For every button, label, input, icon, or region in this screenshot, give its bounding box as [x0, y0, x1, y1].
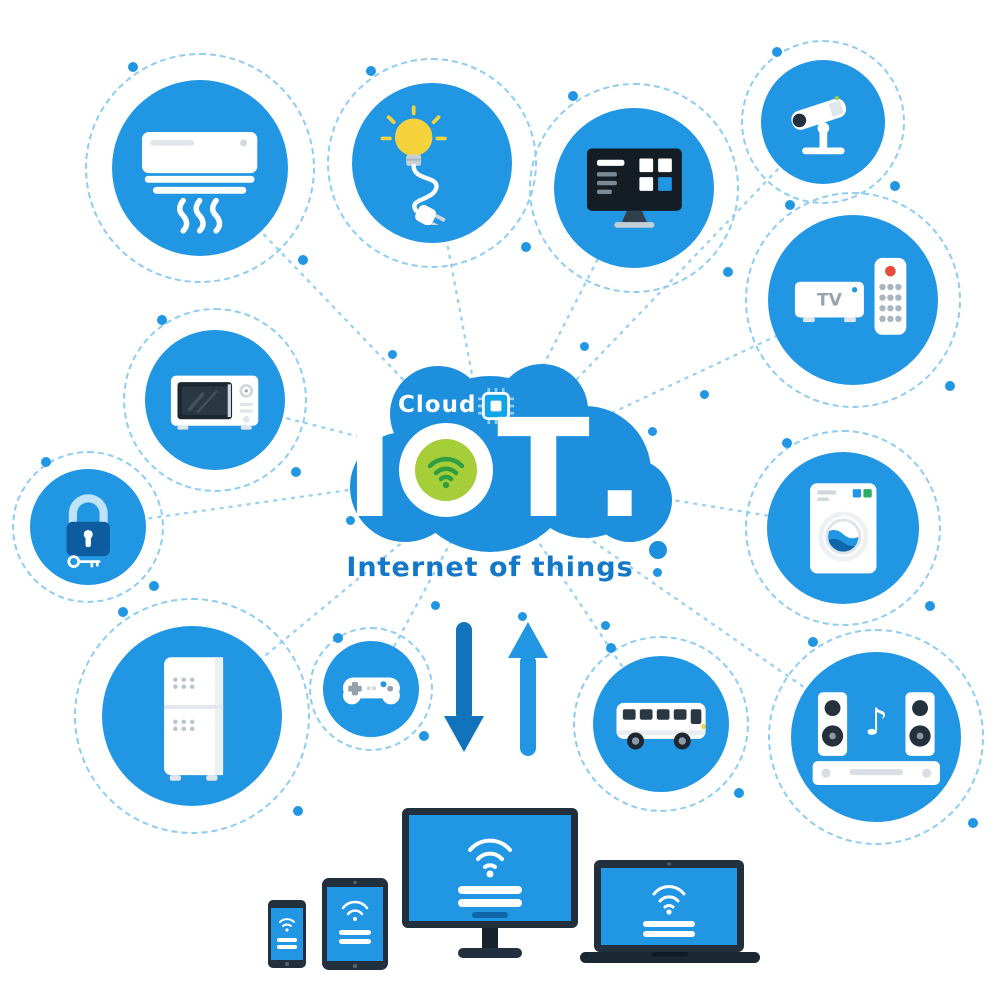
decor-dot [388, 350, 397, 359]
wifi-badge [415, 439, 478, 501]
node-ring-refrigerator [74, 598, 310, 834]
logo-letter-o [399, 423, 494, 517]
node-bus [593, 656, 729, 792]
node-ring-audio-system [768, 629, 984, 845]
smartphone [268, 900, 306, 968]
smart-tv-icon [586, 148, 682, 228]
logo-letter-t: T [497, 391, 590, 549]
down-arrow-icon [444, 622, 484, 752]
node-microwave [145, 330, 285, 470]
logo-letter-i: I [344, 391, 396, 549]
subtitle: Internet of things [346, 552, 634, 583]
decor-dot [357, 431, 366, 440]
audio-system-icon: ♪ [812, 691, 940, 785]
air-conditioner-icon [142, 132, 258, 234]
node-ring-air-conditioner [85, 53, 315, 283]
security-camera-icon [791, 95, 846, 154]
laptop [580, 860, 760, 963]
node-security-camera [761, 60, 885, 184]
tablet [322, 878, 388, 970]
decor-dot [431, 601, 440, 610]
music-note-icon: ♪ [864, 700, 888, 743]
cloud-label: Cloud [398, 392, 477, 418]
node-light-bulb-plug [352, 83, 512, 243]
washing-machine-icon [809, 482, 877, 574]
up-arrow-icon [508, 622, 548, 756]
node-smart-lock [30, 469, 146, 585]
tv-box-label: TV [817, 290, 843, 310]
node-ring-bus [573, 636, 749, 812]
node-ring-tv-box [745, 192, 961, 408]
decor-dot [580, 342, 589, 351]
decor-dot [518, 612, 527, 621]
node-refrigerator [102, 626, 282, 806]
decor-dot [648, 427, 657, 436]
tv-box-icon: TV [794, 257, 907, 335]
node-audio-system: ♪ [791, 652, 961, 822]
refrigerator-icon [163, 657, 223, 781]
node-smart-tv [554, 108, 714, 268]
padlock-icon [66, 494, 110, 568]
node-ring-game-controller [309, 627, 433, 751]
logo-period: . [593, 391, 646, 549]
iot-logo: I T . [340, 398, 650, 542]
desktop-monitor [402, 808, 578, 958]
decor-dot [346, 516, 355, 525]
node-game-controller [323, 641, 419, 737]
game-controller-icon [342, 677, 400, 704]
node-tv-box-remote: TV [768, 215, 938, 385]
node-ring-smart-lock [12, 451, 164, 603]
node-ring-washing-machine [745, 430, 941, 626]
node-ring-microwave [123, 308, 307, 492]
node-ring-smart-tv [529, 83, 739, 293]
decor-dot [601, 621, 610, 630]
chip-icon [478, 388, 514, 424]
microwave-icon [171, 375, 259, 431]
node-washing-machine [767, 452, 919, 604]
bus-icon [616, 702, 706, 750]
decor-dot [700, 390, 709, 399]
decor-dot [653, 568, 662, 577]
light-bulb-icon [380, 104, 447, 226]
data-transfer-arrows [444, 622, 548, 756]
node-air-conditioner [112, 80, 288, 256]
wifi-icon [427, 456, 465, 489]
